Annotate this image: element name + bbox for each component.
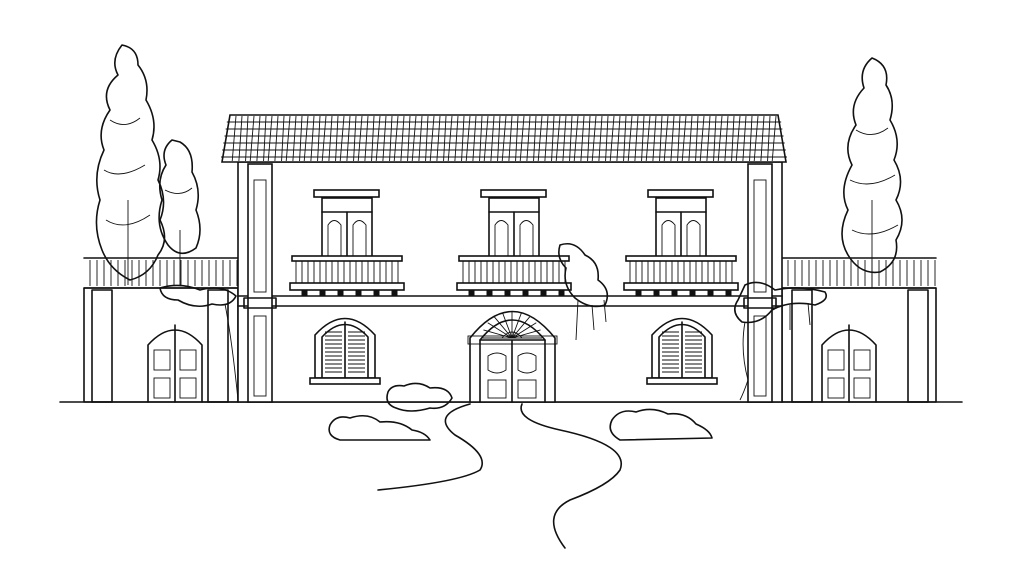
- right-wing: [781, 257, 937, 403]
- vines: [159, 242, 828, 401]
- upper-windows: [289, 189, 739, 297]
- wing-railings: [89, 260, 936, 286]
- bushes: [328, 382, 713, 441]
- right-cypress-tree: [841, 57, 903, 288]
- garden-path: [377, 403, 622, 549]
- left-wing: [83, 257, 239, 403]
- main-door: [467, 310, 558, 403]
- roof: [221, 114, 787, 163]
- left-cypress-tree: [95, 44, 201, 285]
- lower-windows: [309, 317, 718, 385]
